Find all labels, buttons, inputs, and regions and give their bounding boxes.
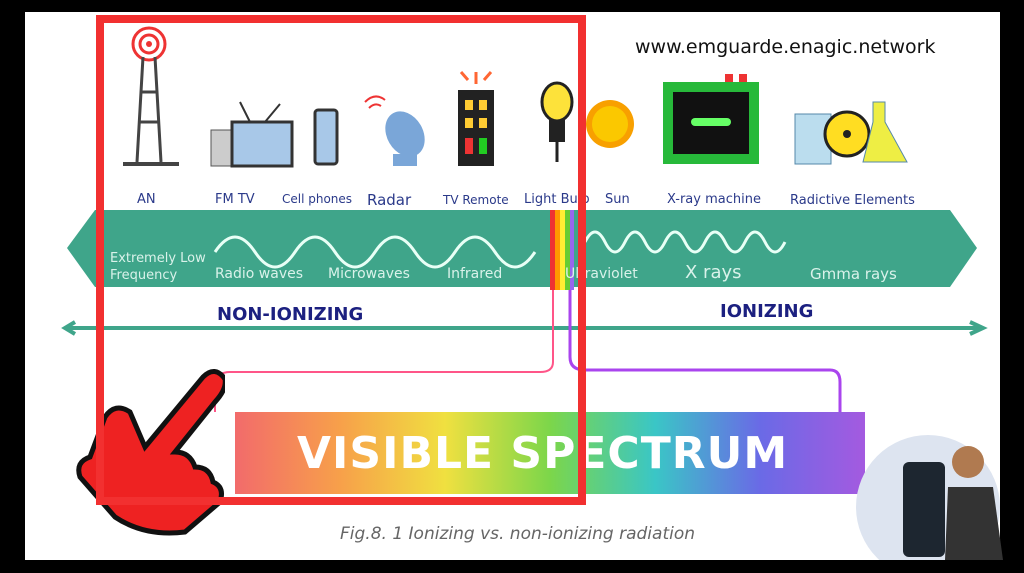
ionizing-heading: IONIZING bbox=[720, 301, 814, 322]
source-label: Cell phones bbox=[282, 192, 353, 206]
wave-line bbox=[213, 230, 787, 269]
source-label: Radictive Elements bbox=[790, 193, 915, 208]
band-label: Microwaves bbox=[328, 266, 410, 282]
highlight-frame bbox=[96, 15, 586, 505]
visible-spectrum-banner: VISIBLE SPECTRUM bbox=[235, 412, 865, 494]
antenna-tower-icon bbox=[123, 26, 179, 166]
band-label: Gmma rays bbox=[810, 265, 897, 283]
band-label: X rays bbox=[685, 262, 742, 283]
band-label: Extremely Low Frequency bbox=[110, 251, 206, 283]
spectrum-band bbox=[67, 210, 977, 287]
non-ionizing-heading: NON-IONIZING bbox=[217, 304, 364, 325]
source-label: X-ray machine bbox=[667, 192, 761, 207]
tv-radio-icon bbox=[210, 101, 294, 168]
cell-phone-icon bbox=[313, 108, 339, 166]
radar-dish-icon bbox=[364, 95, 425, 166]
sun-icon bbox=[586, 100, 634, 148]
source-label: Sun bbox=[605, 192, 630, 207]
diagram-graphics bbox=[61, 26, 988, 412]
presenter-photo bbox=[856, 435, 1003, 560]
light-bulb-icon bbox=[540, 81, 574, 162]
x-ray-machine-icon bbox=[663, 74, 759, 164]
website-url: www.emguarde.enagic.network bbox=[635, 36, 936, 58]
range-arrow bbox=[61, 320, 988, 336]
tv-remote-icon bbox=[458, 71, 494, 166]
source-label: Light Bulb bbox=[524, 192, 590, 207]
figure-caption: Fig.8. 1 Ionizing vs. non-ionizing radia… bbox=[340, 524, 696, 544]
band-label: Radio waves bbox=[215, 266, 304, 282]
radioactive-elements-icon bbox=[794, 101, 908, 165]
band-label: Infrared bbox=[447, 266, 503, 282]
pointing-hand-icon bbox=[76, 369, 225, 536]
infographic: www.emguarde.enagic.network AN F bbox=[25, 12, 1003, 560]
source-label: TV Remote bbox=[443, 193, 509, 207]
source-label: AN bbox=[137, 192, 156, 207]
source-label: Radar bbox=[367, 191, 412, 209]
source-label: FM TV bbox=[215, 192, 255, 207]
visible-spectrum-label: VISIBLE SPECTRUM bbox=[297, 427, 789, 479]
